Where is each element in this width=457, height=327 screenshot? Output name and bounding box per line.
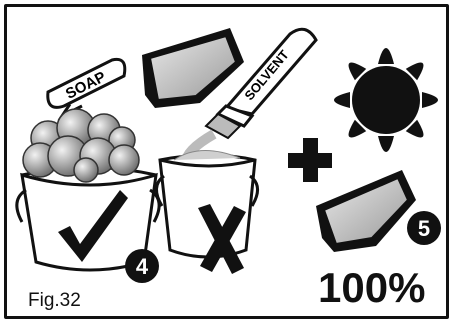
- soap-bubble: SOAP: [48, 59, 125, 116]
- bucket-soap-icon: [17, 109, 159, 270]
- sun-icon: [334, 48, 438, 152]
- figure-label: Fig.32: [28, 290, 81, 312]
- bucket-solvent-icon: [156, 150, 257, 274]
- foam-icon: [23, 109, 139, 182]
- filter-pad-top-icon: [142, 28, 244, 108]
- step-5-badge: 5: [407, 211, 441, 245]
- plus-icon: [288, 138, 332, 182]
- step-4-number: 4: [136, 254, 149, 279]
- step-4-badge: 4: [125, 249, 159, 283]
- filter-pad-bottom-icon: [316, 170, 416, 252]
- step-5-number: 5: [418, 216, 430, 241]
- percent-label: 100%: [318, 264, 425, 312]
